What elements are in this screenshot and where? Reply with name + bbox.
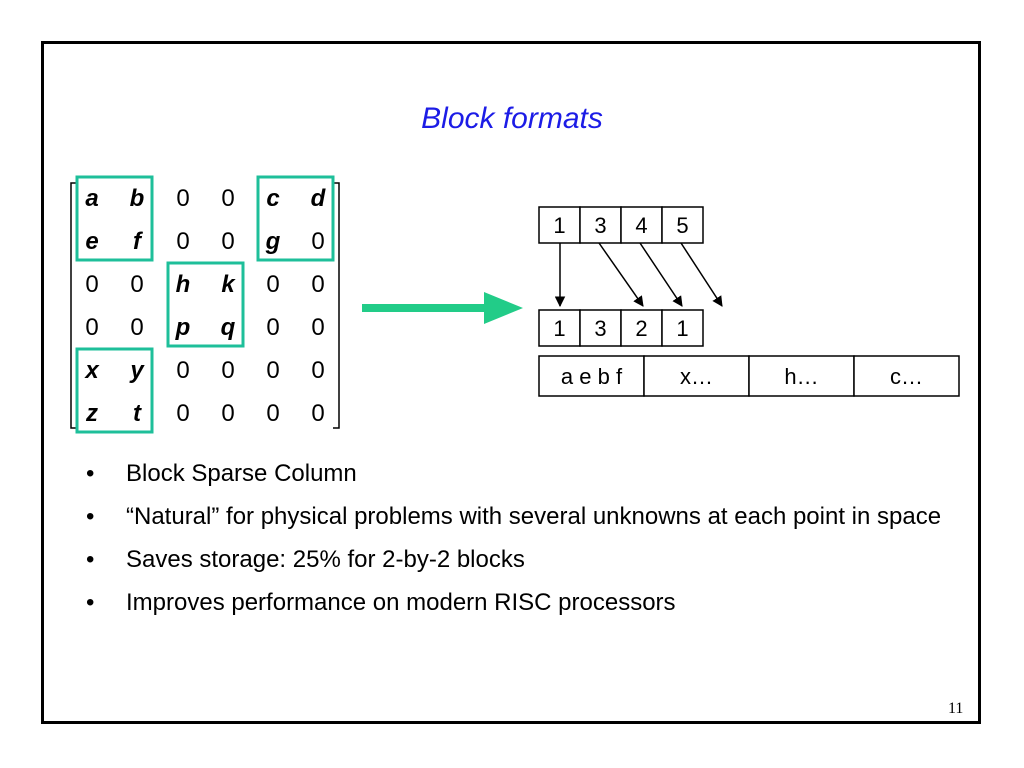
block-highlight [75,175,154,262]
block-value-cell [643,355,750,397]
bullet-marker: • [86,546,95,573]
matrix-entry: 0 [85,271,98,298]
page-number: 11 [948,700,964,717]
bullet-text: Improves performance on modern RISC proc… [126,589,676,616]
matrix-entry: 0 [311,400,324,427]
matrix-entry: 0 [221,400,234,427]
column-pointer-cell [579,206,622,244]
matrix-entry: 0 [221,185,234,212]
bullet-item: • Saves storage: 25% for 2-by-2 blocks [86,544,966,576]
matrix-entry: 0 [266,400,279,427]
block-value-text: c… [890,364,923,389]
matrix-entry: p [175,314,191,341]
block-value-text: h… [784,364,818,389]
bullet-item: • “Natural” for physical problems with se… [86,501,966,533]
matrix-right-bracket [333,182,340,429]
matrix-entry: b [130,185,145,212]
column-pointer-value: 4 [635,213,647,238]
matrix-entry: h [176,271,191,298]
matrix-entry: 0 [176,228,189,255]
block-values-array: a e b f x… h… c… [538,355,960,397]
row-index-value: 3 [594,316,606,341]
matrix-entry: c [266,185,279,212]
bullet-marker: • [86,503,95,530]
matrix-entry: 0 [311,228,324,255]
column-pointer-value: 5 [676,213,688,238]
matrix-entry: 0 [130,314,143,341]
row-index-value: 1 [676,316,688,341]
matrix-entry: 0 [221,228,234,255]
block-value-text: a e b f [561,364,623,389]
block-highlight [166,261,245,348]
matrix-entry: y [129,357,145,384]
bullet-text: Block Sparse Column [126,460,357,487]
column-pointer-cell [661,206,704,244]
block-value-cell [538,355,645,397]
block-highlight [75,347,154,434]
row-index-array: 1 3 2 1 [538,309,704,347]
matrix-entry: 0 [266,314,279,341]
block-highlight [256,175,335,262]
matrix-entry: d [311,185,327,212]
matrix-entry: g [265,228,281,255]
bullet-item: • Block Sparse Column [86,458,966,490]
matrix-entry: 0 [311,271,324,298]
pointer-arrow [598,242,644,307]
pointer-arrow [639,242,683,307]
matrix-entry: 0 [176,357,189,384]
row-index-value: 2 [635,316,647,341]
column-pointer-array: 1 3 4 5 [538,206,704,244]
bullet-marker: • [86,460,95,487]
column-pointer-value: 1 [553,213,565,238]
matrix-entry: 0 [85,314,98,341]
matrix-entry: f [133,228,143,255]
matrix-entry: 0 [221,357,234,384]
matrix-entry: 0 [266,271,279,298]
matrix-entry: t [133,400,142,427]
matrix-entry: e [85,228,98,255]
matrix-entry: 0 [266,357,279,384]
bullet-marker: • [86,589,95,616]
matrix-entry: x [83,357,100,384]
matrix-entry: 0 [311,357,324,384]
slide-frame [41,41,981,724]
matrix-entry: k [221,271,236,298]
matrix-entry: 0 [176,185,189,212]
column-pointer-value: 3 [594,213,606,238]
bullet-item: • Improves performance on modern RISC pro… [86,587,966,619]
matrix-entry: 0 [176,400,189,427]
bullet-text: Saves storage: 25% for 2-by-2 blocks [126,546,525,573]
matrix-entry: q [221,314,236,341]
column-pointer-cell [620,206,663,244]
block-value-cell [853,355,960,397]
slide-title: Block formats [421,102,603,135]
bullet-text: “Natural” for physical problems with sev… [126,503,942,530]
block-value-cell [748,355,855,397]
sparse-matrix: a b 0 0 c d e f 0 0 g 0 0 0 h k 0 0 0 0 p q 0 0 x y 0 0 0 0 z t 0 0 0 0 [70,175,340,434]
block-value-text: x… [680,364,713,389]
matrix-entry: 0 [130,271,143,298]
matrix-entry: a [85,185,98,212]
matrix-left-bracket [70,182,77,429]
row-index-value: 1 [553,316,565,341]
transform-arrow [362,292,523,324]
row-index-cell [661,309,704,347]
pointer-arrows [554,242,723,308]
green-arrow-shape [362,292,523,324]
matrix-entry: z [85,400,98,427]
column-pointer-cell [538,206,581,244]
bullet-list: • Block Sparse Column • “Natural” for physi… [86,458,966,630]
matrix-entry: 0 [311,314,324,341]
pointer-arrow [680,242,723,307]
